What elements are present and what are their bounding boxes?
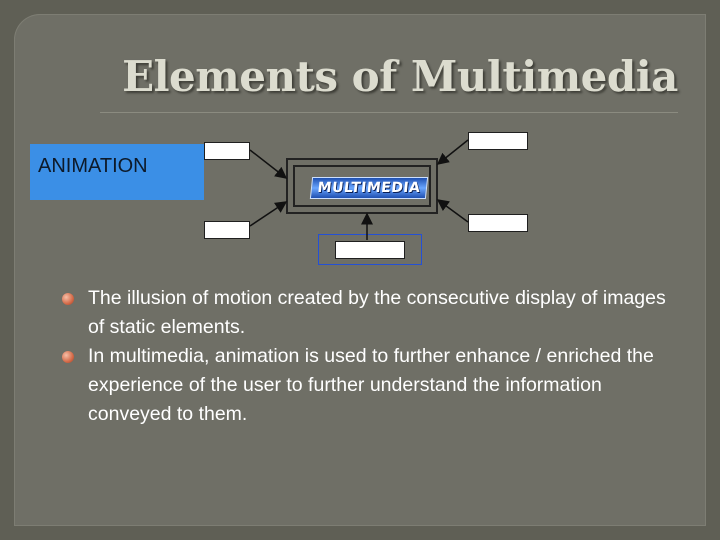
bullet-dot-icon — [62, 293, 74, 305]
bullet-text: The illusion of motion created by the co… — [88, 287, 666, 338]
arrow-top-left — [249, 149, 288, 179]
arrow-bottom-left — [249, 201, 288, 227]
bottom-box-frame — [318, 234, 422, 265]
animation-label: ANIMATION — [38, 155, 148, 177]
blank-box-bottom-right — [468, 214, 528, 232]
slide-frame — [14, 14, 706, 526]
bullet-text: In multimedia, animation is used to furt… — [88, 345, 654, 425]
bullet-item: The illusion of motion created by the co… — [62, 284, 682, 342]
blank-box-top-right — [468, 132, 528, 150]
blank-box-top-left — [204, 142, 250, 160]
title-divider — [100, 112, 678, 113]
bullet-dot-icon — [62, 351, 74, 363]
blank-box-bottom-left — [204, 221, 250, 239]
bullet-list: The illusion of motion created by the co… — [62, 284, 682, 429]
animation-label-box: ANIMATION — [30, 144, 204, 200]
bullet-item: In multimedia, animation is used to furt… — [62, 342, 682, 429]
arrow-bottom-right — [436, 199, 469, 223]
multimedia-center-frame: MULTIMEDIA — [286, 158, 438, 214]
blank-box-bottom-center — [335, 241, 405, 259]
slide-title: Elements of Multimedia — [122, 52, 678, 101]
center-inner-frame: MULTIMEDIA — [293, 165, 431, 207]
arrow-top-right — [436, 139, 469, 165]
